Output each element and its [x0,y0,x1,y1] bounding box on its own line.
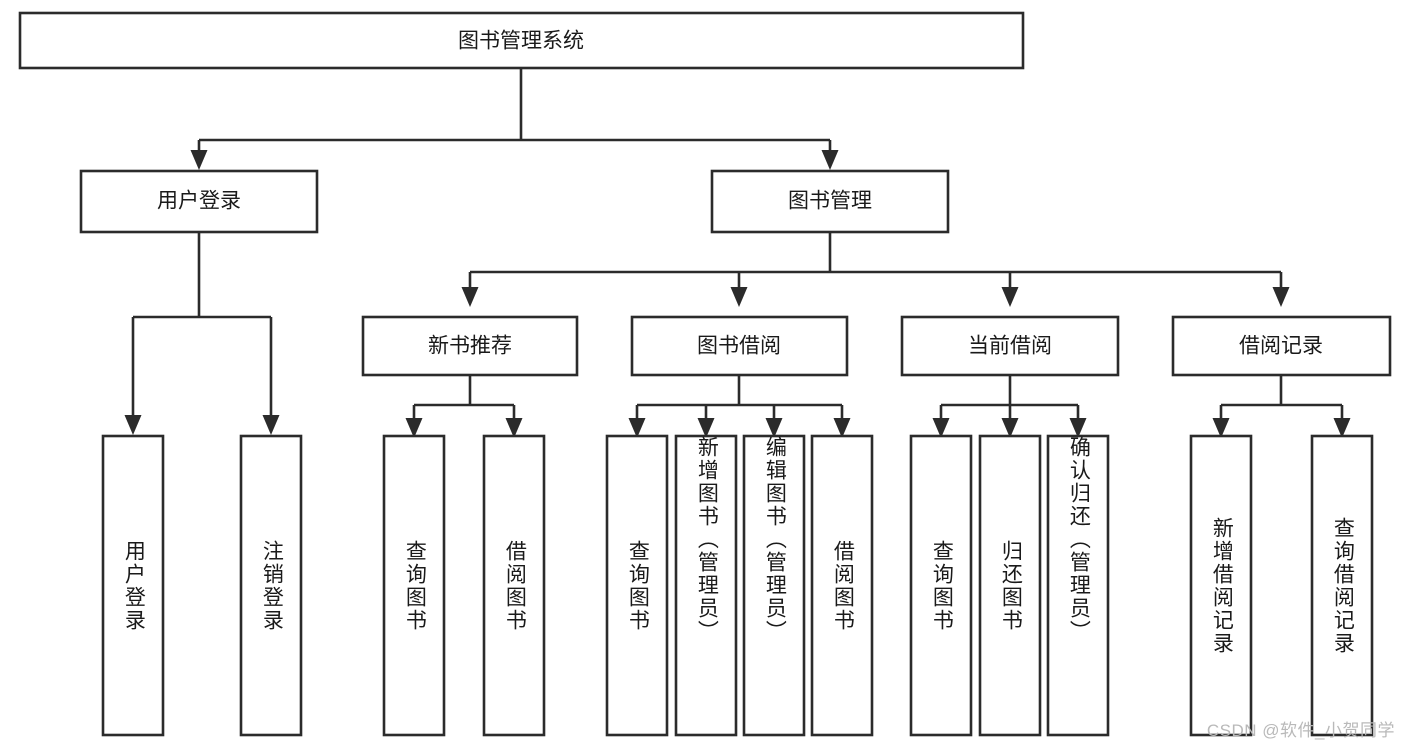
leaf-node-bookborrow-edit[interactable] [742,434,806,737]
leaf-node-bookborrow-add[interactable] [674,434,738,737]
node-book-management-label: 图书管理 [788,190,872,213]
node-new-book-recommend-label: 新书推荐 [428,335,512,358]
node-user-login[interactable]: 用户登录 [79,169,319,234]
connector-borrowrecord-to-leaves [1212,375,1351,438]
node-borrow-record[interactable]: 借阅记录 [1171,315,1392,377]
connector-userlogin-to-leaves [124,232,280,435]
connector-bookmgmt-to-level3 [461,232,1290,307]
leaf-node-bookborrow-query[interactable] [605,434,669,737]
leaf-node-user-login-logout[interactable] [239,434,303,737]
node-book-borrow[interactable]: 图书借阅 [630,315,849,377]
node-book-borrow-label: 图书借阅 [697,335,781,358]
leaf-node-currentborrow-confirm[interactable] [1046,434,1110,737]
connector-currentborrow-to-leaves [932,375,1087,438]
leaf-node-currentborrow-return[interactable] [978,434,1042,737]
node-book-management[interactable]: 图书管理 [710,169,950,234]
leaf-node-bookborrow-borrow[interactable] [810,434,874,737]
node-borrow-record-label: 借阅记录 [1239,335,1323,358]
connector-newbook-to-leaves [405,375,523,438]
leaf-node-newbook-query[interactable] [382,434,446,737]
node-root-system[interactable]: 图书管理系统 [18,11,1025,70]
connector-bookborrow-to-leaves [628,375,851,438]
leaf-node-user-login-login[interactable] [101,434,165,737]
node-new-book-recommend[interactable]: 新书推荐 [361,315,579,377]
connector-root-to-level2 [190,68,839,170]
node-current-borrow-label: 当前借阅 [968,335,1052,358]
leaf-node-borrowrecord-add[interactable] [1189,434,1253,737]
node-user-login-label: 用户登录 [157,190,241,213]
node-current-borrow[interactable]: 当前借阅 [900,315,1120,377]
leaf-node-newbook-borrow[interactable] [482,434,546,737]
node-root-label: 图书管理系统 [458,30,584,53]
leaf-node-currentborrow-query[interactable] [909,434,973,737]
csdn-watermark: CSDN @软件_小贺同学 [1206,721,1395,740]
leaf-node-borrowrecord-query[interactable] [1310,434,1374,737]
